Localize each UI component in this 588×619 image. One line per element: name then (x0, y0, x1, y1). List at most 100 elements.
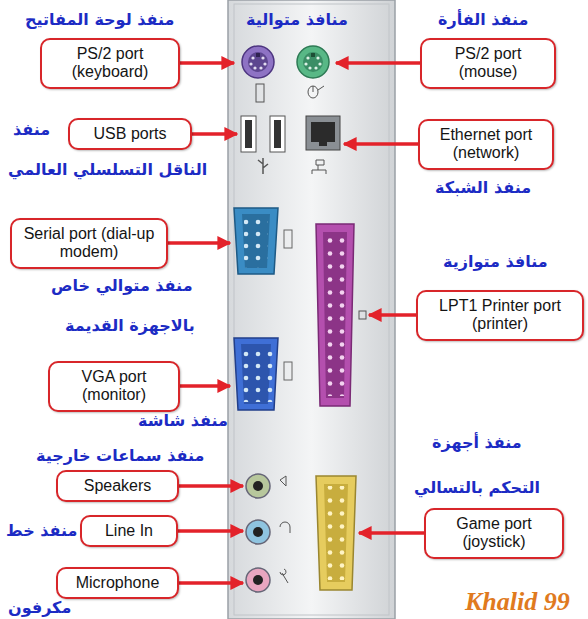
vga-pins (238, 346, 274, 402)
pin (304, 62, 307, 65)
arabic-caption: منافذ متوالية (246, 10, 348, 29)
port-label-box: Line In (80, 515, 178, 547)
port-label-box: Microphone (56, 567, 179, 599)
arabic-caption: التحكم بالتسالي (414, 478, 540, 497)
arabic-caption: منفذ الفأرة (438, 10, 528, 29)
arabic-caption: منفذ الشبكة (435, 178, 531, 197)
key (311, 53, 315, 57)
arabic-caption: منفذ أجهزة (432, 433, 522, 452)
leader-arrows (168, 63, 424, 583)
printer-icon (359, 311, 366, 319)
port-name: Game port (joystick) (434, 515, 554, 552)
arabic-caption: منفذ خط (6, 521, 77, 540)
arabic-caption: منفذ (13, 120, 50, 139)
pin (263, 62, 266, 65)
serial-icon (284, 230, 292, 248)
game-port (316, 476, 356, 590)
arabic-caption: مكرفون (8, 598, 71, 617)
vga-icon (284, 362, 292, 380)
pin (261, 56, 264, 59)
line-in-jack (246, 520, 270, 544)
usb-slot (241, 116, 256, 152)
arabic-caption: منفذ لوحة المفاتيح (25, 10, 174, 29)
leader-arrow (168, 241, 230, 245)
mouse-icon (308, 86, 324, 98)
pin (306, 56, 309, 59)
parallel-socket (323, 232, 347, 398)
serial-pins (244, 214, 268, 268)
serial-housing (234, 208, 278, 274)
port-name: Speakers (66, 477, 169, 495)
leader-arrow (336, 61, 420, 65)
port-name: Line In (90, 522, 168, 540)
port-name: LPT1 Printer port (printer) (426, 297, 574, 334)
ps2-socket (248, 52, 268, 72)
pin (259, 66, 262, 69)
pin (316, 56, 319, 59)
port-name: Serial port (dial-up modem) (20, 225, 158, 262)
arabic-caption: الناقل التسلسلي العالمي (8, 160, 207, 179)
arabic-caption: منافذ متوازية (443, 252, 548, 271)
leader-arrow (359, 531, 424, 535)
leader-arrow (369, 313, 416, 317)
ps2-housing (242, 46, 274, 78)
port-label-box: VGA port (monitor) (48, 361, 180, 412)
parallel-pins (323, 234, 347, 396)
parallel-housing (316, 224, 354, 406)
ps2-socket (303, 52, 323, 72)
ethernet-socket (311, 122, 335, 142)
port-name: PS/2 port (keyboard) (50, 45, 170, 82)
jack-hole (253, 527, 263, 537)
arabic-caption: بالاجهزة القديمة (65, 316, 195, 335)
serial-socket (242, 214, 270, 268)
speaker-jack (246, 474, 270, 498)
network-icon (312, 160, 326, 174)
line-in-icon (280, 522, 290, 533)
port-label-box: PS/2 port (mouse) (420, 38, 556, 89)
speaker-icon (280, 476, 286, 486)
usb-tongue (245, 120, 252, 148)
watermark: Khalid 99 (465, 586, 570, 617)
arabic-caption: منفذ سماعات خارجية (36, 446, 204, 465)
arabic-caption: منفذ شاشة (138, 411, 228, 430)
keyboard-icon (256, 84, 264, 102)
back-panel (228, 0, 395, 619)
jack-hole (253, 575, 263, 585)
pin (251, 56, 254, 59)
usb-slot (270, 116, 285, 152)
serial-port (234, 208, 278, 274)
port-label-box: LPT1 Printer port (printer) (416, 290, 584, 341)
leader-arrow (179, 484, 243, 488)
leader-arrow (192, 132, 237, 136)
pin (308, 66, 311, 69)
port-label-box: Ethernet port (network) (418, 119, 554, 170)
game-pins (324, 486, 348, 580)
pin (318, 62, 321, 65)
key (256, 53, 260, 57)
arabic-caption: منفذ متوالي خاص (51, 276, 193, 295)
leader-arrow (180, 61, 234, 65)
microphone-icon (280, 569, 288, 583)
audio-jacks (246, 474, 270, 592)
ethernet-port (306, 116, 340, 150)
port-label-box: Speakers (56, 470, 179, 502)
panel-frame (234, 4, 389, 615)
port-label-box: Game port (joystick) (424, 508, 564, 559)
vga-housing (234, 338, 278, 410)
leader-arrow (180, 384, 230, 388)
port-label-box: USB ports (68, 118, 192, 150)
usb-icon (258, 158, 268, 174)
usb-ports (241, 116, 285, 152)
port-name: USB ports (78, 125, 182, 143)
port-name: Microphone (66, 574, 169, 592)
leader-arrow (178, 529, 243, 533)
parallel-port (316, 224, 354, 406)
pin (314, 66, 317, 69)
pin (253, 66, 256, 69)
leader-arrow (179, 581, 243, 585)
port-name: Ethernet port (network) (428, 126, 544, 163)
port-name: VGA port (monitor) (58, 368, 170, 405)
vga-port (234, 338, 278, 410)
port-label-box: PS/2 port (keyboard) (40, 38, 180, 89)
